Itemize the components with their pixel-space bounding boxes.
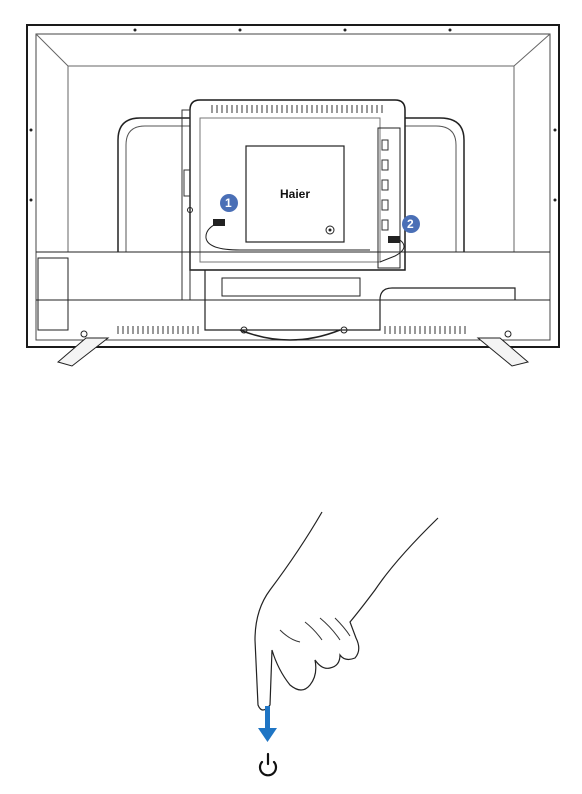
left-side-port [38, 258, 68, 330]
connector-2 [388, 236, 400, 243]
bottom-vent-left [118, 326, 198, 334]
stand-plate [222, 278, 360, 296]
power-press-illustration [0, 490, 582, 794]
power-icon [260, 754, 276, 775]
callout-2-number: 2 [407, 217, 414, 231]
finger-lines [280, 618, 350, 642]
left-foot [58, 338, 108, 366]
callout-1-number: 1 [225, 196, 232, 210]
left-bracket [182, 110, 190, 300]
bottom-screws [81, 327, 511, 337]
brand-label: Haier [280, 187, 310, 201]
stand-curve [240, 330, 340, 340]
hand-outline [255, 512, 438, 710]
right-foot [478, 338, 528, 366]
bottom-vent-right [385, 326, 465, 334]
press-down-arrow [258, 706, 277, 742]
top-vent-grille [212, 105, 382, 113]
connector-1 [213, 219, 225, 226]
tv-back-illustration: Haier 1 2 [0, 0, 582, 380]
